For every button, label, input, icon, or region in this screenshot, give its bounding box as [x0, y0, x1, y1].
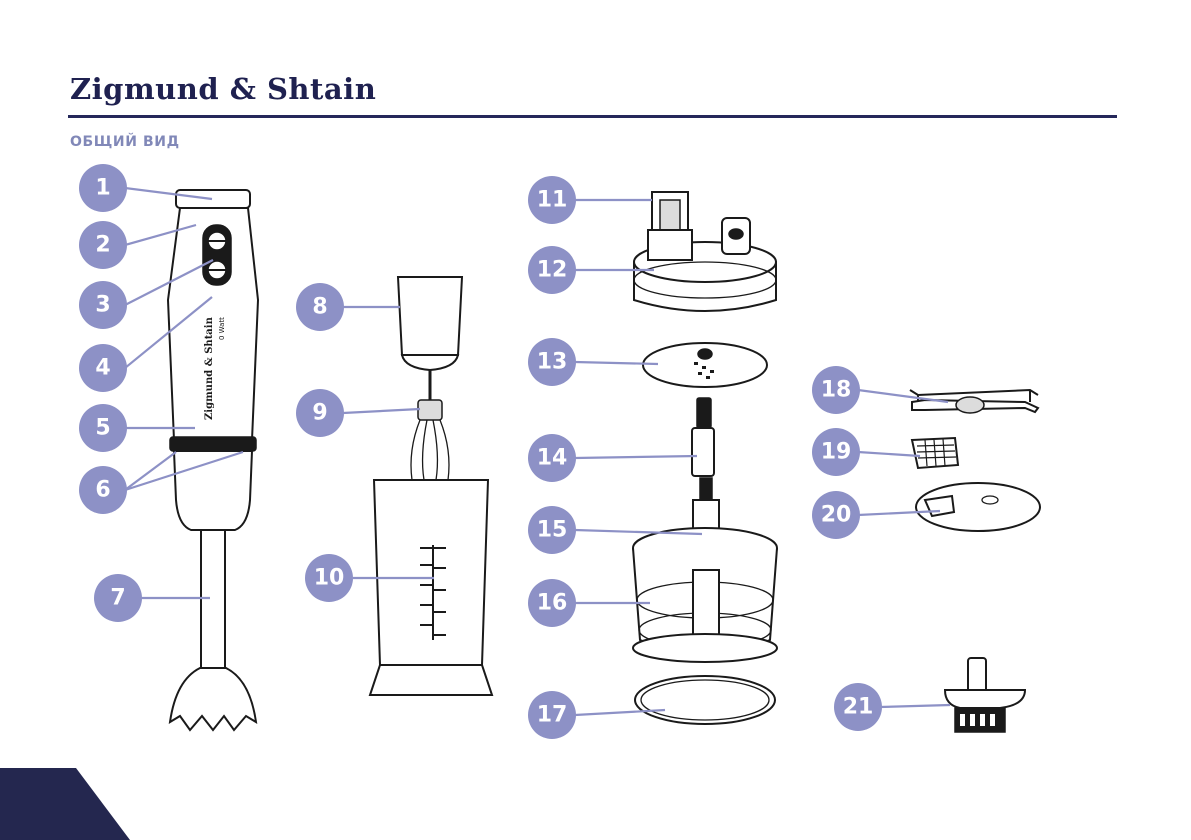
callout-3: 3 [79, 281, 127, 329]
callout-14: 14 [528, 434, 576, 482]
svg-text:4: 4 [95, 356, 110, 381]
callout-15: 15 [528, 506, 576, 554]
chopper-lid-assembly [634, 192, 776, 311]
callout-5: 5 [79, 404, 127, 452]
callout-11: 11 [528, 176, 576, 224]
svg-text:1: 1 [95, 176, 110, 201]
svg-text:6: 6 [95, 478, 110, 503]
svg-text:11: 11 [537, 188, 568, 213]
chopper-bowl [633, 478, 777, 662]
callout-13: 13 [528, 338, 576, 386]
svg-text:14: 14 [537, 446, 568, 471]
svg-text:16: 16 [537, 591, 568, 616]
dicing-disc [916, 483, 1040, 531]
body-brand-text: Zigmund & Shtain [204, 316, 215, 420]
callout-21: 21 [834, 683, 882, 731]
svg-text:13: 13 [537, 350, 568, 375]
svg-text:3: 3 [95, 293, 110, 318]
slicing-disc [643, 343, 767, 387]
callout-7: 7 [94, 574, 142, 622]
chopping-blade [910, 390, 1038, 413]
svg-text:21: 21 [843, 695, 874, 720]
callout-9: 9 [296, 389, 344, 437]
svg-text:20: 20 [821, 503, 852, 528]
callout-1: 1 [79, 164, 127, 212]
svg-text:19: 19 [821, 440, 852, 465]
spindle [692, 398, 714, 476]
svg-text:12: 12 [537, 258, 568, 283]
svg-text:10: 10 [314, 566, 345, 591]
blender-motor-unit: Zigmund & Shtain 0 Watt [168, 190, 258, 730]
svg-text:17: 17 [537, 703, 568, 728]
grid-insert [912, 438, 958, 468]
disc-holder [945, 658, 1025, 732]
svg-text:15: 15 [537, 518, 568, 543]
measuring-beaker [370, 480, 492, 695]
callout-12: 12 [528, 246, 576, 294]
callout-6: 6 [79, 466, 127, 514]
svg-text:2: 2 [95, 233, 110, 258]
svg-text:7: 7 [110, 586, 125, 611]
callout-19: 19 [812, 428, 860, 476]
callout-2: 2 [79, 221, 127, 269]
callout-8: 8 [296, 283, 344, 331]
callout-17: 17 [528, 691, 576, 739]
callout-10: 10 [305, 554, 353, 602]
base-ring [635, 676, 775, 724]
svg-text:18: 18 [821, 378, 852, 403]
body-power-text: 0 Watt [218, 317, 226, 340]
callout-16: 16 [528, 579, 576, 627]
svg-text:8: 8 [312, 295, 327, 320]
callout-18: 18 [812, 366, 860, 414]
svg-text:9: 9 [312, 401, 327, 426]
whisk-attachment [398, 277, 462, 480]
callout-4: 4 [79, 344, 127, 392]
svg-text:5: 5 [95, 416, 110, 441]
callout-20: 20 [812, 491, 860, 539]
